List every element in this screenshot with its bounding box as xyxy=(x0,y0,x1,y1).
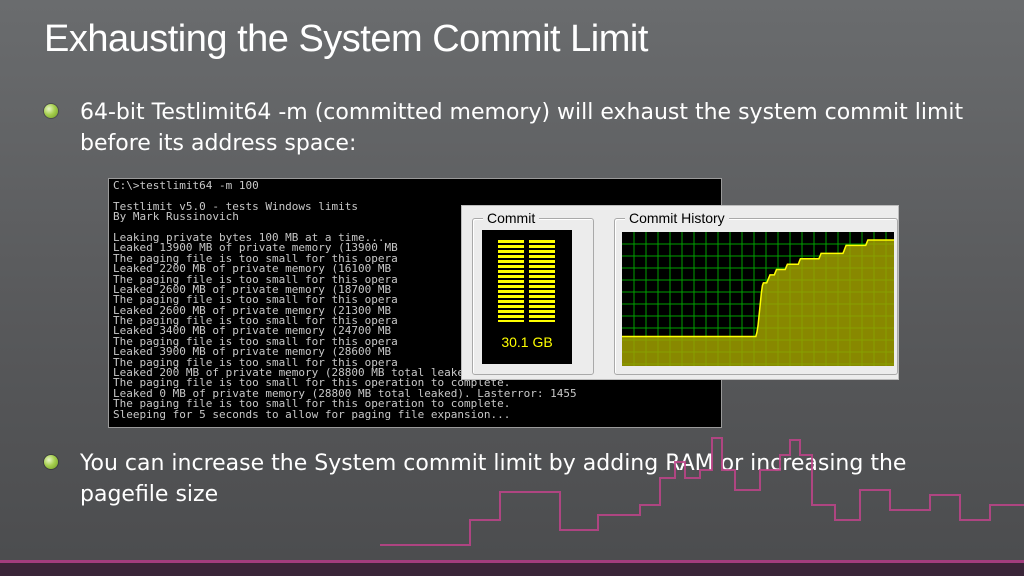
console-line: Leaking private bytes 100 MB at a time..… xyxy=(113,230,385,244)
console-line: C:\>testlimit64 -m 100 xyxy=(113,179,259,192)
console-line: Leaked 0 MB of private memory (28800 MB … xyxy=(113,386,577,400)
console-line: The paging file is too small for this op… xyxy=(113,376,511,390)
console-line: The paging file is too small for this op… xyxy=(113,355,398,369)
commit-label: Commit xyxy=(483,210,540,226)
console-line: Leaked 3400 MB of private memory (24700 … xyxy=(113,324,392,338)
console-line: The paging file is too small for this op… xyxy=(113,272,398,286)
console-line: The paging file is too small for this op… xyxy=(113,251,398,265)
console-line: By Mark Russinovich xyxy=(113,210,239,224)
commit-meter-bar-left xyxy=(498,240,524,322)
console-line: Leaked 2200 MB of private memory (16100 … xyxy=(113,262,392,276)
console-line: The paging file is too small for this op… xyxy=(113,397,511,411)
bullet-dot-icon xyxy=(44,104,58,118)
console-line: The paging file is too small for this op… xyxy=(113,293,398,307)
commit-history-group: Commit History xyxy=(614,210,898,375)
console-line: Leaked 13900 MB of private memory (13900… xyxy=(113,241,398,255)
bullet-2-text: You can increase the System commit limit… xyxy=(80,451,907,507)
console-line: The paging file is too small for this op… xyxy=(113,334,398,348)
commit-meter-bar-right xyxy=(529,240,555,322)
console-line: Sleeping for 5 seconds to allow for pagi… xyxy=(113,407,511,421)
commit-meter: 30.1 GB xyxy=(482,230,572,364)
bullet-2: You can increase the System commit limit… xyxy=(44,448,984,510)
bullet-1-text: 64-bit Testlimit64 -m (committed memory)… xyxy=(80,100,964,156)
slide-title: Exhausting the System Commit Limit xyxy=(44,18,648,60)
commit-history-label: Commit History xyxy=(625,210,729,226)
commit-value: 30.1 GB xyxy=(501,334,553,350)
console-line: The paging file is too small for this op… xyxy=(113,314,398,328)
bullet-1: 64-bit Testlimit64 -m (committed memory)… xyxy=(44,97,984,159)
commit-history-line xyxy=(622,239,894,338)
bottom-accent-line xyxy=(0,560,1024,563)
commit-history-area xyxy=(622,240,894,366)
console-line: Leaked 3900 MB of private memory (28600 … xyxy=(113,345,392,359)
bottom-band xyxy=(0,560,1024,576)
commit-history-graph xyxy=(622,232,894,366)
console-line: Leaked 2600 MB of private memory (21300 … xyxy=(113,303,392,317)
console-line: Testlimit v5.0 - tests Windows limits xyxy=(113,199,359,213)
commit-meter-bars xyxy=(498,240,556,322)
console-line: Leaked 2600 MB of private memory (18700 … xyxy=(113,282,392,296)
skyline-outline xyxy=(380,437,1024,546)
task-manager-panel: Commit Commit History 30.1 GB xyxy=(461,205,899,380)
commit-group: Commit xyxy=(472,210,594,375)
bullet-dot-icon xyxy=(44,455,58,469)
